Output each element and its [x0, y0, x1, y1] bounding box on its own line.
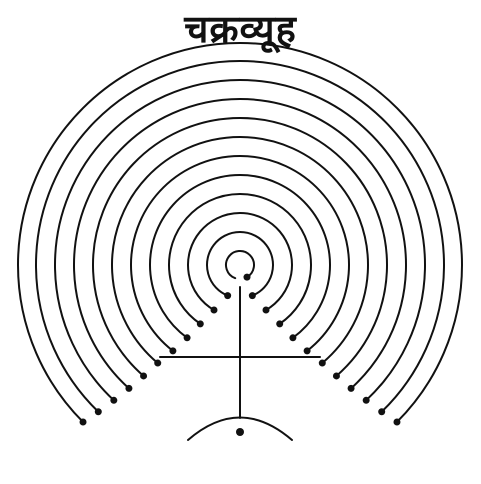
wall-end-dot — [304, 347, 311, 354]
wall-end-dot — [333, 372, 340, 379]
wall-end-dot — [125, 385, 132, 392]
wall-end-dot — [184, 334, 191, 341]
wall-end-dot — [197, 320, 204, 327]
wall-end-dot — [289, 334, 296, 341]
wall-end-dot — [263, 307, 270, 314]
wall-end-dot — [80, 418, 87, 425]
wall-end-dot — [140, 372, 147, 379]
wall-end-dot — [224, 292, 231, 299]
wall-end-dot — [393, 418, 400, 425]
labyrinth-ring — [226, 251, 254, 278]
wall-end-dot — [244, 274, 251, 281]
wall-end-dot — [348, 385, 355, 392]
wall-end-dot — [110, 397, 117, 404]
wall-end-dot — [211, 307, 218, 314]
wall-end-dot — [378, 408, 385, 415]
wall-end-dot — [319, 360, 326, 367]
wall-end-dot — [169, 347, 176, 354]
wall-end-dot — [249, 292, 256, 299]
wall-end-dot — [363, 397, 370, 404]
entrance-dot — [236, 428, 244, 436]
wall-end-dot — [154, 360, 161, 367]
wall-end-dot — [276, 320, 283, 327]
wall-end-dot — [95, 408, 102, 415]
